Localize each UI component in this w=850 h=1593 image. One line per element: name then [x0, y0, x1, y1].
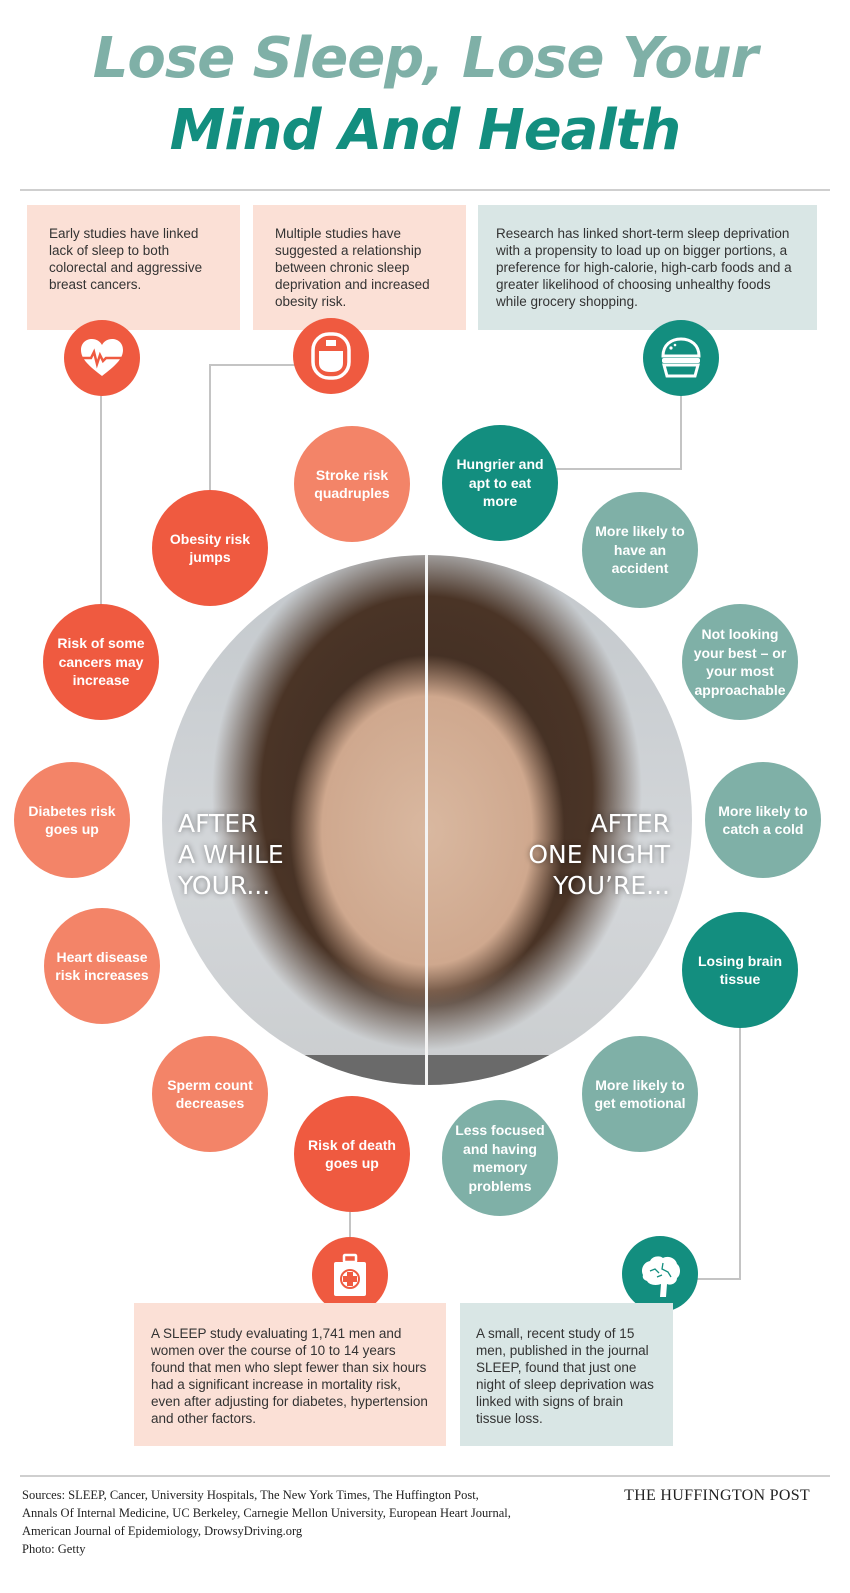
bubble-brain-tissue: Losing brain tissue — [682, 912, 798, 1028]
bubble-accident: More likely to have an accident — [582, 492, 698, 608]
bubble-hungrier: Hungrier and apt to eat more — [442, 425, 558, 541]
bubble-label: Less focused and having memory problems — [455, 1122, 545, 1194]
photo-split-line — [425, 555, 428, 1085]
bubble-label: More likely to have an accident — [595, 523, 685, 577]
connector-brain-h — [690, 1278, 741, 1280]
bubble-label: Heart disease risk increases — [55, 948, 149, 984]
bubble-diabetes-risk: Diabetes risk goes up — [14, 762, 130, 878]
connector-scale-v — [209, 364, 211, 492]
bubble-obesity-risk: Obesity risk jumps — [152, 490, 268, 606]
info-box-hunger-text: Research has linked short-term sleep dep… — [496, 226, 792, 309]
bubble-label: Not looking your best – or your most app… — [693, 626, 787, 698]
title-line-1: Lose Sleep, Lose Your — [92, 26, 759, 91]
bubble-stroke-risk: Stroke risk quadruples — [294, 426, 410, 542]
photo-credit: Photo: Getty — [22, 1542, 86, 1556]
bubble-death-risk: Risk of death goes up — [294, 1096, 410, 1212]
bubble-label: Risk of some cancers may increase — [57, 635, 145, 689]
sources-line-3: American Journal of Epidemiology, Drowsy… — [22, 1524, 303, 1538]
info-box-mortality-text: A SLEEP study evaluating 1,741 men and w… — [151, 1326, 428, 1426]
bubble-emotional: More likely to get emotional — [582, 1036, 698, 1152]
bubble-label: Hungrier and apt to eat more — [456, 456, 544, 510]
photo-shirt — [302, 1055, 562, 1085]
header-divider — [20, 189, 830, 191]
burger-icon — [643, 320, 719, 396]
bubble-label: Obesity risk jumps — [169, 530, 251, 566]
sources-line-2: Annals Of Internal Medicine, UC Berkeley… — [22, 1506, 511, 1520]
bubble-less-focused: Less focused and having memory problems — [442, 1100, 558, 1216]
bubble-label: Losing brain tissue — [698, 952, 782, 988]
footer-divider — [20, 1475, 830, 1477]
bubble-label: More likely to catch a cold — [718, 802, 808, 838]
connector-death — [349, 1210, 351, 1245]
info-box-mortality: A SLEEP study evaluating 1,741 men and w… — [134, 1303, 446, 1446]
medical-kit-icon — [312, 1237, 388, 1313]
info-box-cancer: Early studies have linked lack of sleep … — [27, 205, 240, 330]
bubble-catch-cold: More likely to catch a cold — [705, 762, 821, 878]
scale-icon — [293, 318, 369, 394]
info-box-cancer-text: Early studies have linked lack of sleep … — [49, 226, 203, 292]
bubble-sperm-count: Sperm count decreases — [152, 1036, 268, 1152]
info-box-brain-text: A small, recent study of 15 men, publish… — [476, 1326, 654, 1426]
info-box-brain: A small, recent study of 15 men, publish… — [460, 1303, 673, 1446]
info-box-obesity: Multiple studies have suggested a relati… — [253, 205, 466, 330]
bubble-label: Diabetes risk goes up — [28, 802, 116, 838]
info-box-obesity-text: Multiple studies have suggested a relati… — [275, 226, 430, 309]
sources-line-1: Sources: SLEEP, Cancer, University Hospi… — [22, 1488, 479, 1502]
bubble-heart-disease: Heart disease risk increases — [44, 908, 160, 1024]
bubble-not-looking-best: Not looking your best – or your most app… — [682, 604, 798, 720]
after-a-while-label: AFTER A WHILE YOUR... — [178, 809, 284, 900]
connector-heart — [100, 392, 102, 606]
bubble-label: Stroke risk quadruples — [314, 466, 390, 502]
connector-scale-h — [209, 364, 295, 366]
bubble-label: Risk of death goes up — [308, 1136, 396, 1172]
connector-burger-v — [680, 392, 682, 470]
after-one-night-label: AFTER ONE NIGHT YOU’RE... — [528, 809, 670, 900]
sources-text: Sources: SLEEP, Cancer, University Hospi… — [22, 1486, 582, 1558]
heart-pulse-icon — [64, 320, 140, 396]
connector-burger-h — [556, 468, 682, 470]
split-face-photo — [162, 555, 692, 1085]
brand-logo: THE HUFFINGTON POST — [624, 1487, 810, 1504]
brain-icon — [622, 1236, 698, 1312]
bubble-label: More likely to get emotional — [594, 1076, 686, 1112]
bubble-label: Sperm count decreases — [167, 1076, 253, 1112]
bubble-cancer-risk: Risk of some cancers may increase — [43, 604, 159, 720]
title-line-2: Mind And Health — [169, 98, 682, 163]
info-box-hunger: Research has linked short-term sleep dep… — [478, 205, 817, 330]
connector-brain-v — [739, 1026, 741, 1280]
